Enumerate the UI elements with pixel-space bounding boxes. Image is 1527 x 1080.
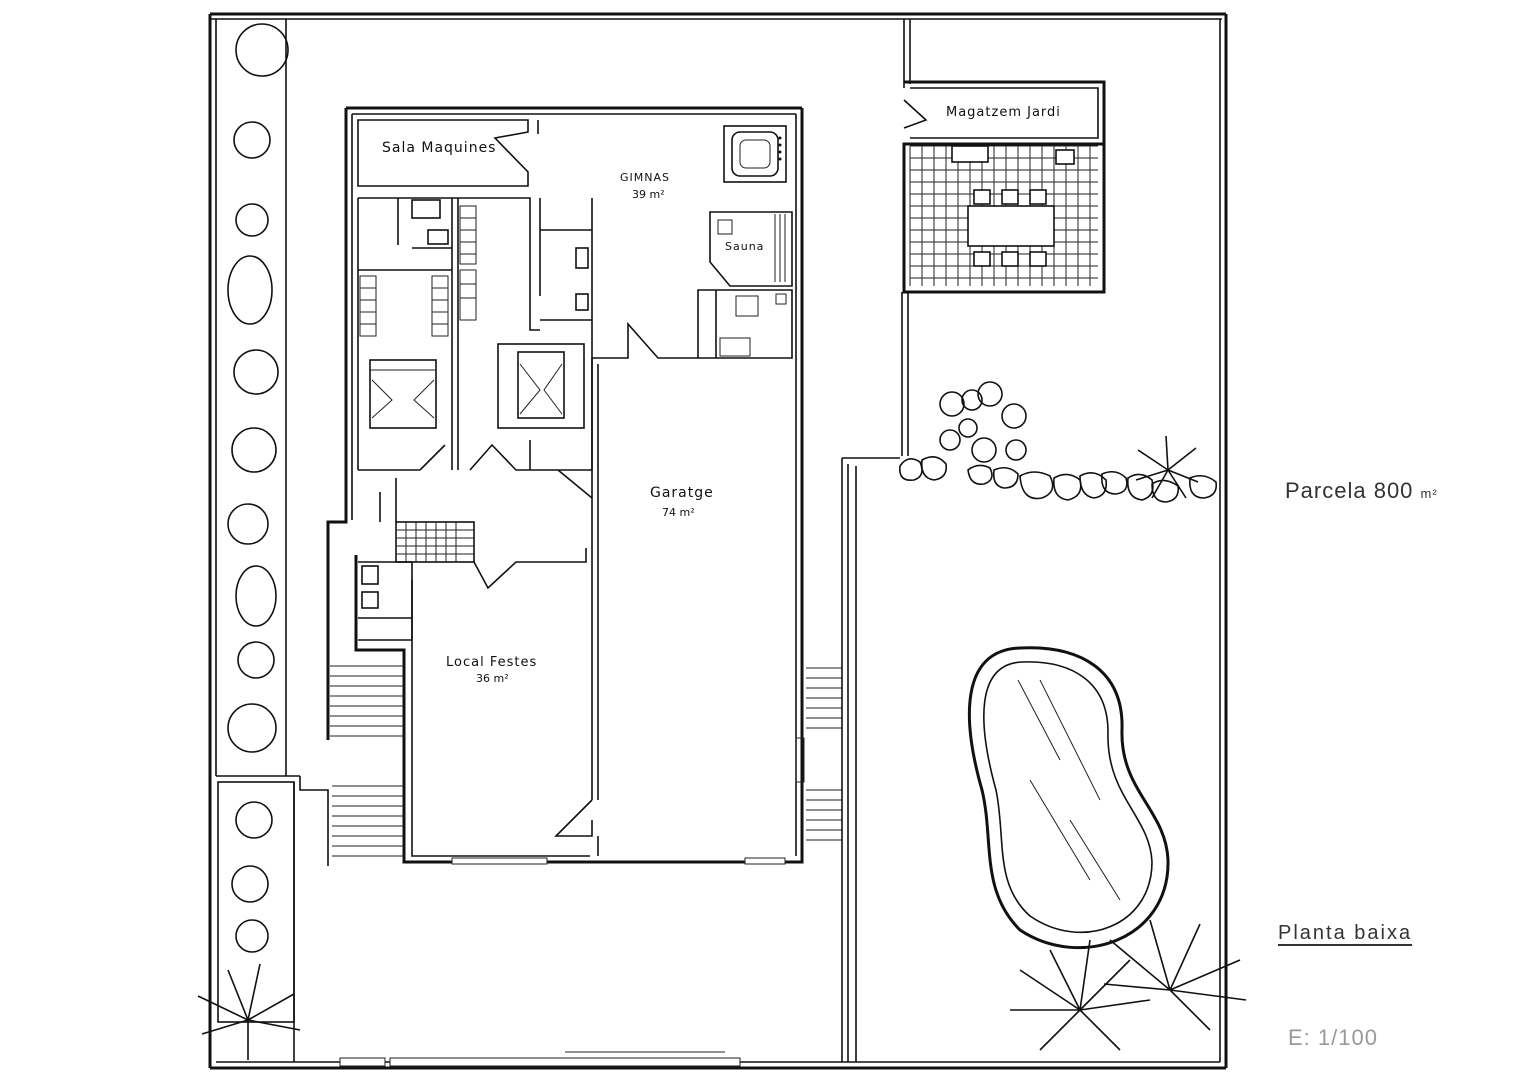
bathroom-gym [697, 289, 793, 359]
exterior-steps [299, 665, 842, 866]
wardrobe-icon [359, 205, 477, 337]
palm-tree-icon [197, 435, 1247, 1060]
swimming-pool-icon [967, 646, 1170, 950]
plant-column-icon [227, 23, 289, 953]
plot-area-value: Parcela 800 [1285, 478, 1414, 503]
area-garatge: 74 m² [662, 506, 695, 519]
plot-boundary [208, 12, 1228, 1070]
label-gimnas: GIMNAS [620, 171, 670, 184]
label-sala-maquines: Sala Maquines [382, 140, 496, 156]
steps-left-lower [299, 776, 404, 866]
jacuzzi-icon [723, 125, 787, 183]
plot-area-label: Parcela 800 m² [1285, 478, 1438, 504]
plan-title: Planta baixa [1278, 922, 1413, 944]
label-garatge: Garatge [650, 485, 714, 501]
pergola-tiles [902, 142, 1106, 294]
label-sauna: Sauna [725, 240, 764, 253]
label-local-festes: Local Festes [446, 655, 537, 670]
scale-label: E: 1/100 [1288, 1025, 1378, 1050]
bathroom-small [358, 548, 587, 641]
area-gimnas: 39 m² [632, 188, 665, 201]
area-local-festes: 36 m² [476, 672, 509, 685]
rooms-left-block [357, 197, 593, 499]
garage-walls [554, 321, 805, 856]
plot-area-unit: m² [1420, 486, 1438, 501]
garden-walls [841, 19, 911, 1062]
room-labels: Sala Maquines GIMNAS 39 m² Sauna Garatge… [382, 105, 1061, 685]
stairs-icon [379, 478, 475, 563]
house-walls [326, 106, 804, 865]
room-sauna [709, 211, 793, 287]
steps-right [806, 667, 842, 841]
garden-stones-icon [898, 456, 1218, 503]
shrub-cluster-icon [939, 381, 1027, 463]
steps-left-upper [330, 665, 404, 737]
label-magatzem-jardi: Magatzem Jardi [946, 105, 1061, 120]
room-sala-maquines [357, 119, 539, 187]
